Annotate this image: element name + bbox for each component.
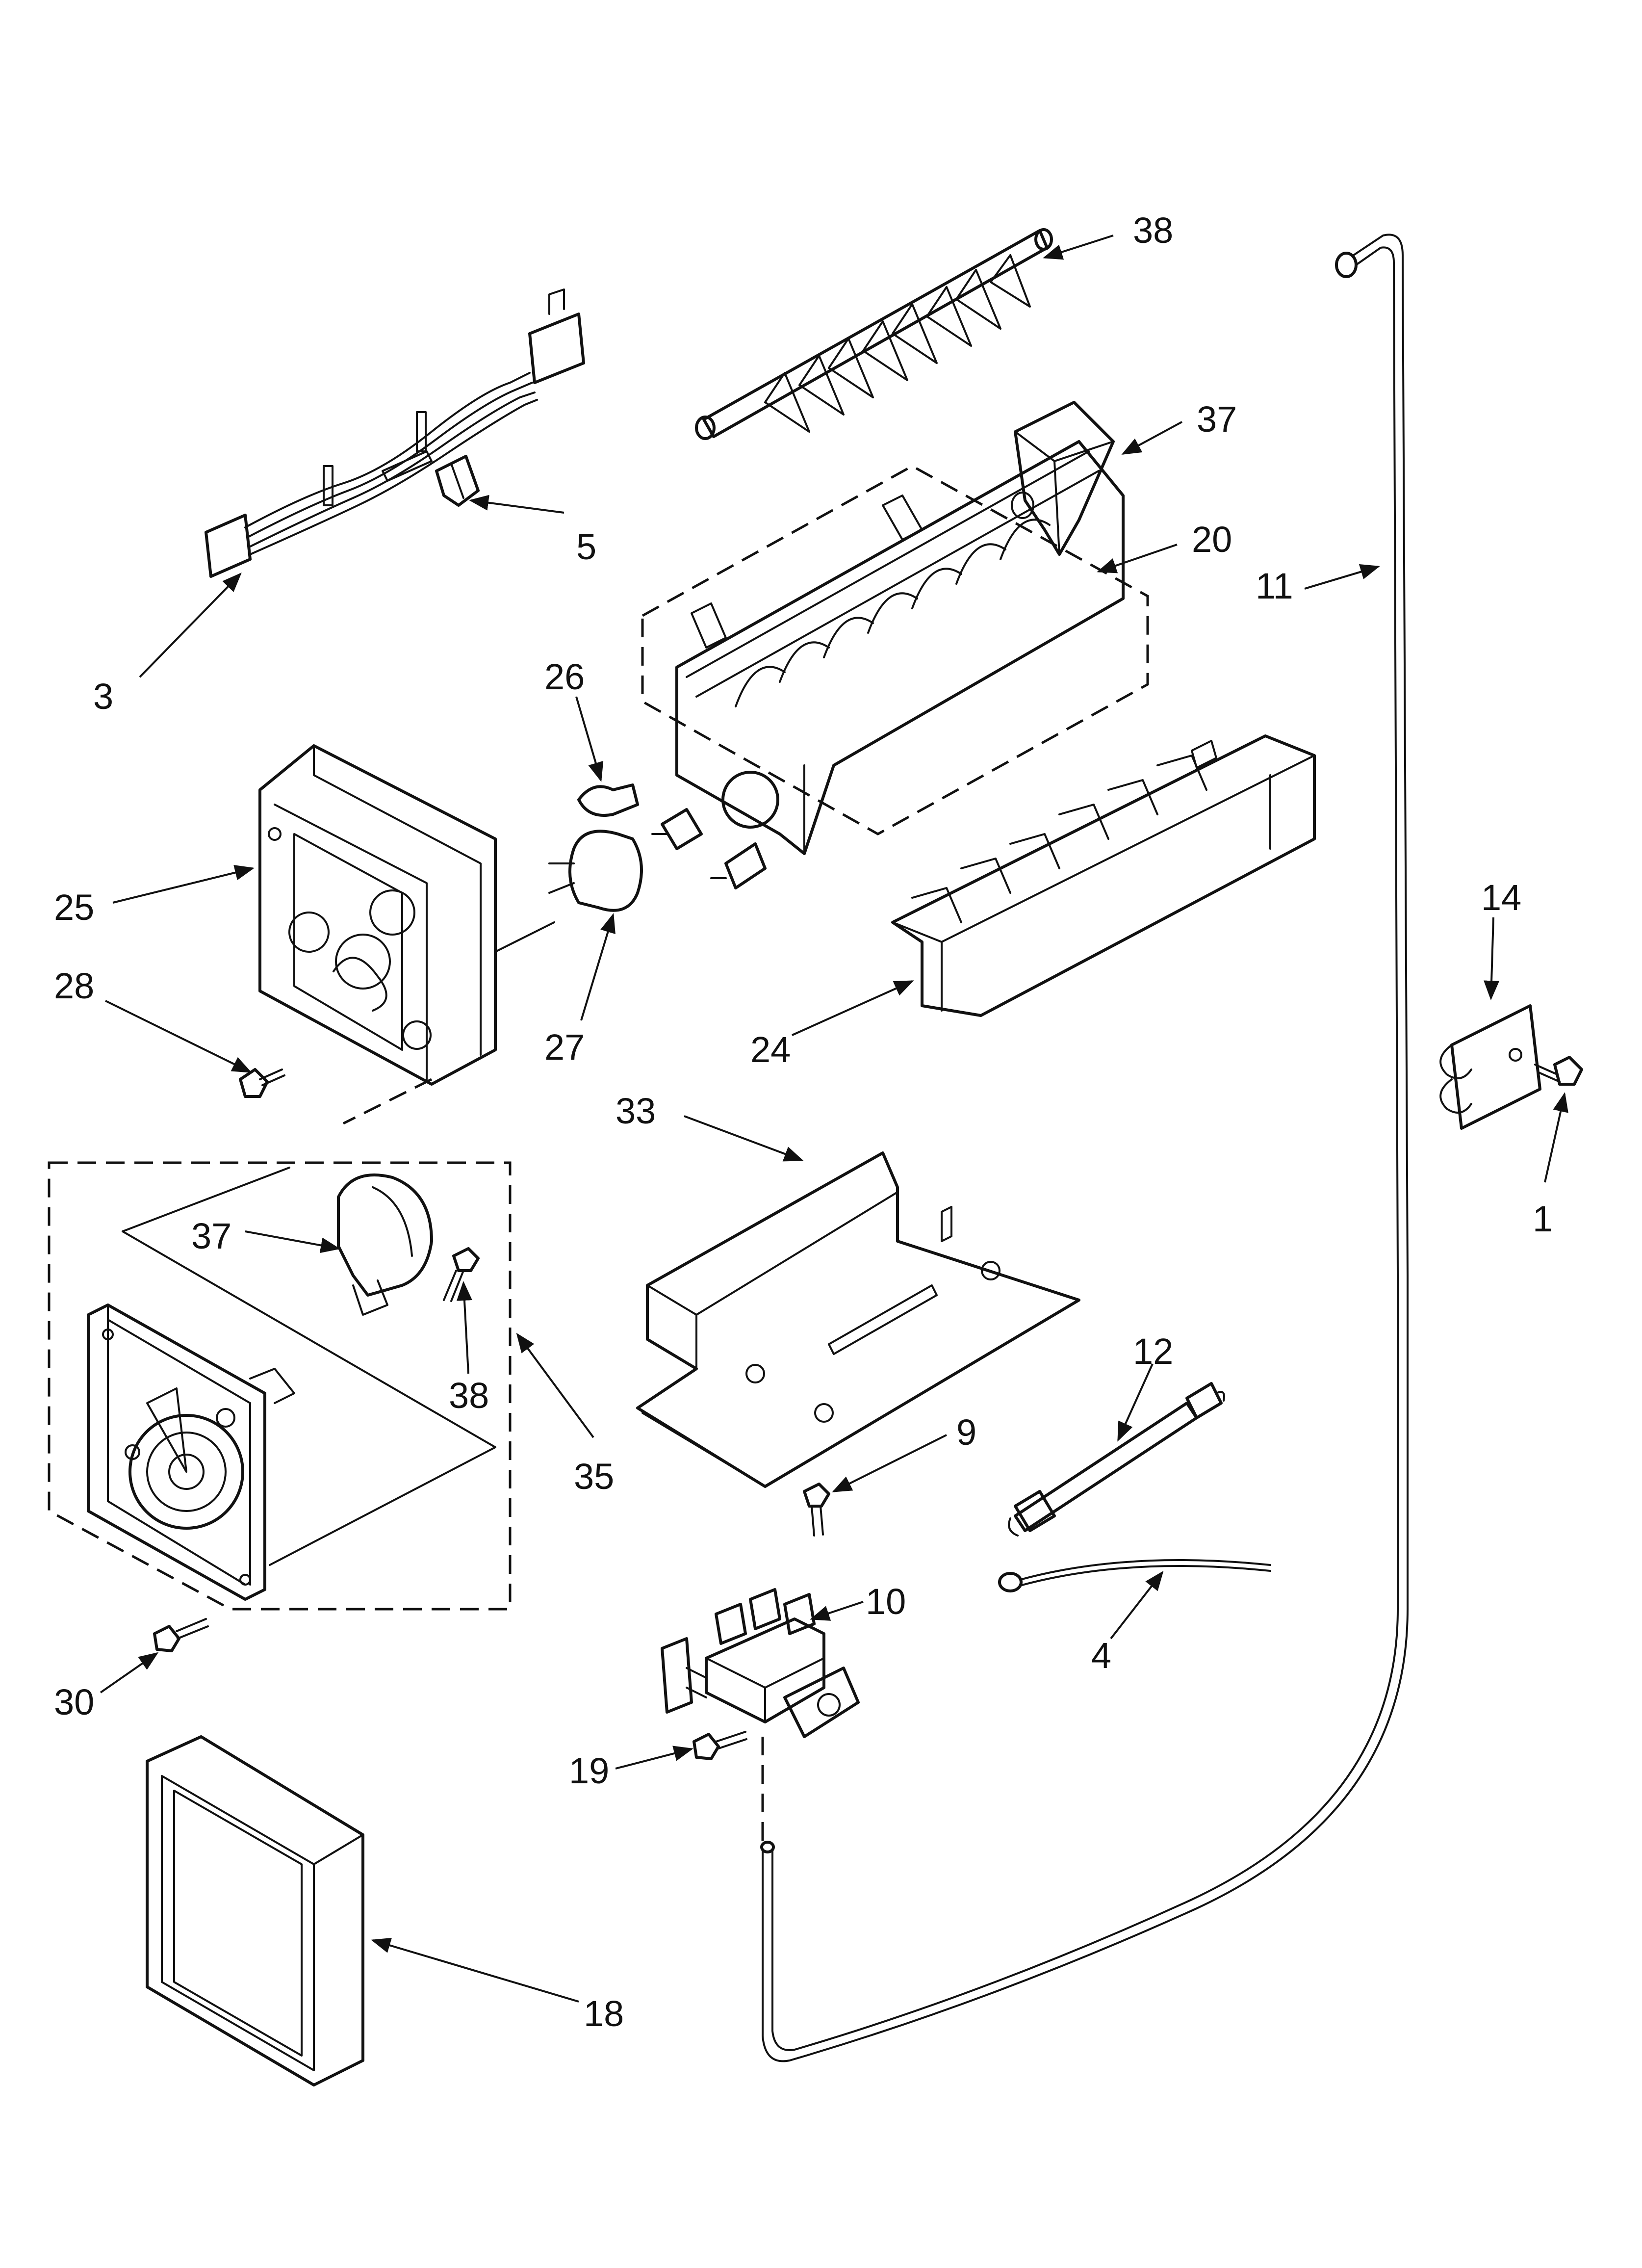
leader-33: [684, 1115, 804, 1162]
leader-1: [1544, 1092, 1568, 1183]
callout-5: 5: [576, 526, 596, 567]
fill-tube-part-11: [760, 234, 1409, 2062]
control-module-housing-part-25: [258, 744, 497, 1086]
screw-part-38: [443, 1247, 480, 1302]
leader-37: [245, 1230, 340, 1253]
leader-25: [112, 865, 255, 904]
callout-1: 1: [1533, 1199, 1553, 1239]
callout-22: 37: [1197, 399, 1237, 440]
wiring-harness-part-3: [205, 288, 585, 578]
leader-23: [1043, 235, 1114, 260]
thermostat-part-27: [494, 830, 643, 953]
screw-part-28: [239, 1068, 285, 1098]
leader-28: [105, 1000, 252, 1073]
module-plate: [87, 1303, 295, 1601]
screw-part-1: [1534, 1056, 1583, 1086]
motor-part-37: [337, 1173, 433, 1316]
leader-22: [1121, 421, 1182, 455]
mounting-plate-part-33: [636, 1151, 1080, 1488]
callout-labels: 38 37 20 11 5 3 26 25 27 28 24 14 1 33 3…: [54, 210, 1553, 2034]
leader-5: [469, 495, 564, 514]
leader-14: [1484, 917, 1500, 1000]
callout-23: 38: [1133, 210, 1173, 251]
leader-19: [615, 1746, 693, 1770]
callout-20: 20: [1192, 519, 1232, 560]
leader-27: [580, 913, 616, 1021]
leader-lines: [100, 235, 1568, 2003]
thermostat-clip-part-26: [577, 783, 639, 817]
module-assembly-part-35: [48, 1078, 512, 1611]
screw-part-19: [693, 1731, 747, 1760]
callout-38: 38: [449, 1375, 489, 1416]
callout-26: 26: [544, 656, 585, 697]
leader-11: [1304, 564, 1380, 590]
leader-18: [371, 1937, 579, 2003]
callout-35: 35: [574, 1456, 614, 1497]
callout-18: 18: [584, 1993, 624, 2034]
screw-part-30: [153, 1618, 209, 1652]
leader-30: [100, 1652, 159, 1694]
callout-3: 3: [93, 676, 113, 717]
callout-25: 25: [54, 887, 94, 928]
callout-19: 19: [569, 1750, 609, 1791]
leader-3: [139, 573, 242, 678]
harness-clip-part-5: [435, 455, 480, 507]
ejector-shaft-part-23: [695, 228, 1053, 440]
water-tube-adapter-part-12: [1008, 1382, 1225, 1537]
leader-12: [1117, 1363, 1154, 1442]
callout-24: 24: [750, 1029, 791, 1070]
leader-26: [575, 696, 604, 782]
callout-10: 10: [866, 1581, 906, 1622]
tube-clamp-part-14: [1439, 1004, 1541, 1130]
callout-9: 9: [956, 1412, 976, 1453]
callout-11: 11: [1256, 566, 1293, 606]
water-valve-part-10: [661, 1588, 860, 1738]
callout-12: 12: [1133, 1331, 1173, 1372]
bail-arm-assembly-part-24: [891, 734, 1316, 1017]
callout-4: 4: [1091, 1635, 1111, 1676]
callout-37: 37: [191, 1216, 231, 1256]
callout-28: 28: [54, 965, 94, 1006]
screw-part-9: [803, 1483, 830, 1537]
leader-38: [456, 1281, 472, 1374]
water-tube-part-4: [998, 1559, 1271, 1592]
leader-4: [1110, 1570, 1164, 1640]
leader-24: [792, 980, 914, 1036]
leader-20: [1097, 544, 1178, 574]
fill-cup-part-22: [1011, 401, 1115, 556]
leader-10: [810, 1601, 864, 1621]
callout-27: 27: [544, 1027, 585, 1068]
callout-33: 33: [616, 1091, 656, 1131]
ice-mold-part-20: [641, 440, 1149, 889]
front-cover-part-18: [146, 1735, 364, 2086]
leader-9: [832, 1434, 947, 1492]
callout-14: 14: [1481, 877, 1521, 918]
callout-30: 30: [54, 1682, 94, 1722]
leader-35: [516, 1332, 594, 1438]
